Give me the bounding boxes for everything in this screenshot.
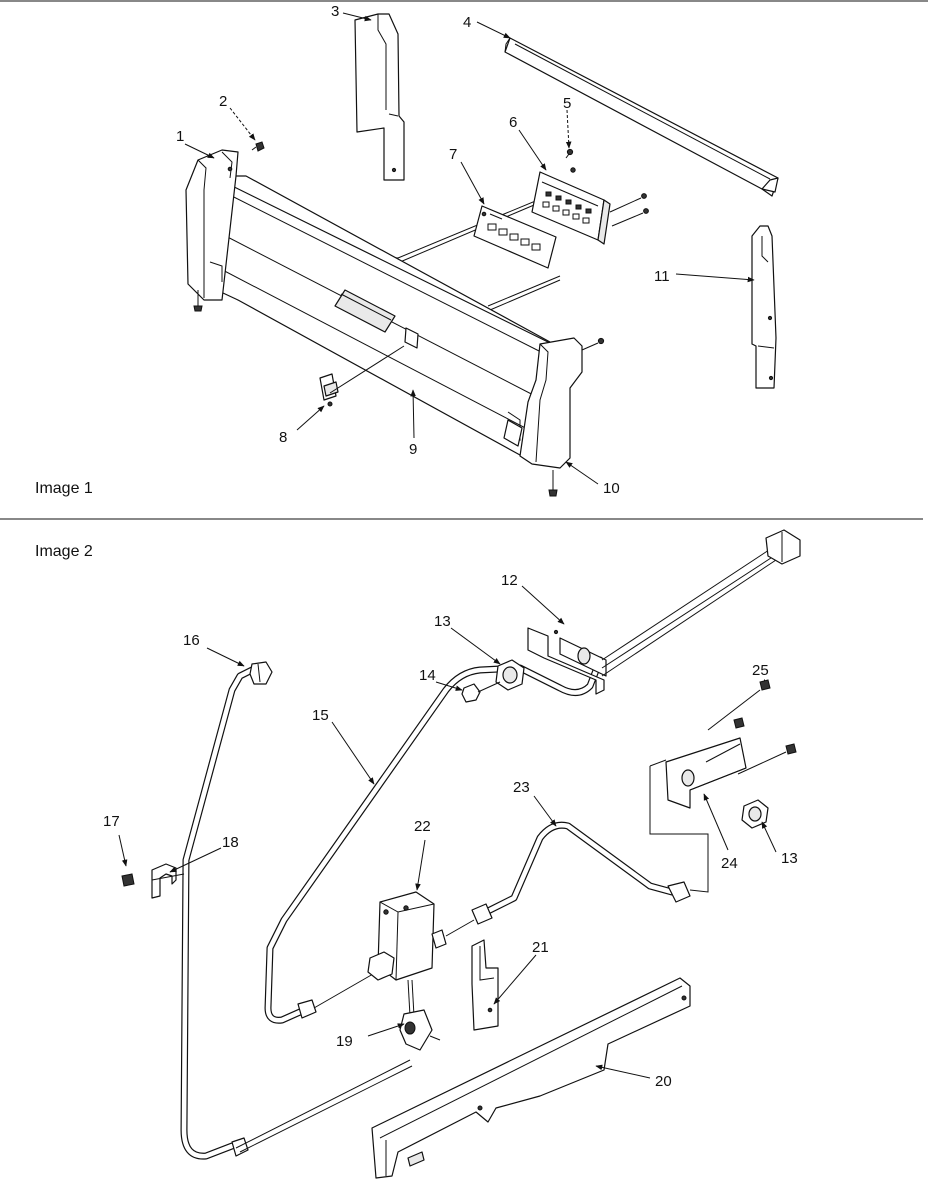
callout-4: 4: [463, 14, 471, 31]
image-1-caption: Image 1: [35, 480, 93, 497]
image-2-group: Image 2: [35, 529, 801, 1179]
callout-23: 23: [513, 779, 530, 796]
part-1-left-end-cap: [185, 149, 239, 301]
callout-5: 5: [563, 95, 571, 112]
callout-2: 2: [219, 93, 227, 110]
callout-12: 12: [501, 572, 518, 589]
part-25-screws: [707, 679, 797, 775]
image-1-group: 1 2 3 4 5 6 7 8 9 10 11 Image 1: [35, 3, 779, 497]
callout-24: 24: [721, 855, 738, 872]
callout-21: 21: [532, 939, 549, 956]
part-7-overlay: [473, 205, 557, 269]
part-17-screw: [121, 873, 135, 887]
callout-6: 6: [509, 114, 517, 131]
callout-19: 19: [336, 1033, 353, 1050]
callout-22: 22: [414, 818, 431, 835]
part-20-manifold-bracket: [371, 977, 691, 1179]
callout-7: 7: [449, 146, 457, 163]
callout-18: 18: [222, 834, 239, 851]
part-5-screws: [565, 148, 649, 227]
callout-1: 1: [176, 128, 184, 145]
part-8-clip: [319, 373, 339, 407]
part-16-tube: [180, 661, 413, 1160]
callout-17: 17: [103, 813, 120, 830]
part-2-screw: [251, 141, 265, 152]
callout-14: 14: [419, 667, 436, 684]
part-3-left-bracket: [354, 13, 405, 181]
callout-3: 3: [331, 3, 339, 20]
screws-at-part-10: [548, 337, 605, 497]
part-14-fitting: [461, 681, 501, 703]
part-13-nut-upper: [495, 659, 525, 691]
part-4-top-trim: [504, 37, 779, 197]
image-1-callouts: 1 2 3 4 5 6 7 8 9 10 11: [176, 3, 670, 497]
callout-13-lower: 13: [781, 850, 798, 867]
image-2-leaders: [118, 585, 777, 1079]
screw-under-part-1: [193, 290, 203, 312]
callout-25: 25: [752, 662, 769, 679]
image-1-leaders: [184, 12, 755, 485]
callout-16: 16: [183, 632, 200, 649]
part-6-control-module: [531, 171, 611, 245]
part-10-right-end-cap: [503, 337, 583, 469]
callout-15: 15: [312, 707, 329, 724]
part-9-control-panel: [199, 175, 551, 456]
part-19-tee: [399, 1009, 441, 1051]
callout-13-upper: 13: [434, 613, 451, 630]
image-2-callouts: 12 13 14 15 16 17 18 19 20 21 22 23 24 1…: [103, 572, 798, 1090]
callout-10: 10: [603, 480, 620, 497]
part-18-clamp: [151, 863, 185, 899]
callout-20: 20: [655, 1073, 672, 1090]
callout-9: 9: [409, 441, 417, 458]
part-22-valve: [367, 891, 475, 1017]
part-23-tube: [471, 759, 709, 925]
part-12-bracket: [527, 529, 801, 695]
part-15-tube: [264, 656, 604, 1024]
part-11-right-bracket: [751, 225, 777, 389]
part-24-bracket: [665, 737, 747, 809]
part-13-nut-lower: [741, 799, 769, 829]
part-21-bracket: [471, 939, 499, 1031]
callout-11: 11: [654, 268, 670, 285]
callout-8: 8: [279, 429, 287, 446]
image-2-caption: Image 2: [35, 543, 93, 560]
